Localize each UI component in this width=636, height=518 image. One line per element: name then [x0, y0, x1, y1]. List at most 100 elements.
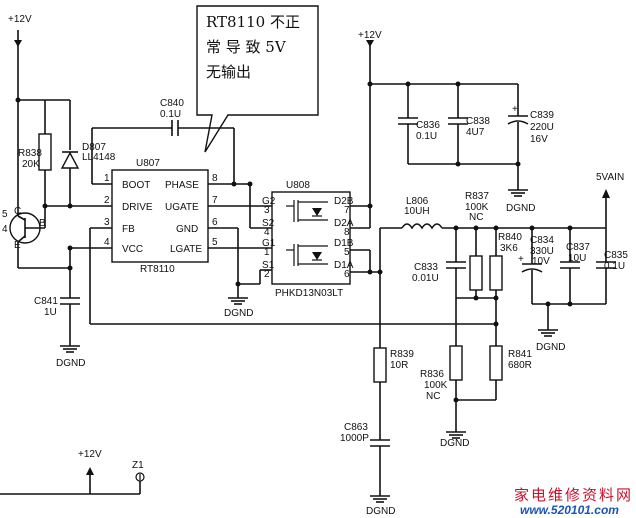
u807-pin5-num: 5 — [212, 237, 218, 248]
resistor-r837: R837 100K NC — [465, 191, 489, 301]
u807-ref: U807 — [136, 158, 160, 169]
left-wiring — [17, 203, 496, 325]
u808-pin-num-1: 1 — [264, 247, 270, 258]
resistor-r836: R836 100K NC — [420, 298, 463, 432]
u807-pin8-name: PHASE — [165, 180, 199, 191]
c836-ref: C836 — [416, 120, 440, 131]
r838-ref: R838 — [18, 148, 42, 159]
u808-pin-num-2: 2 — [264, 269, 270, 280]
l806-ref: L806 — [406, 196, 429, 207]
capacitor-c835: C835 0.1U — [532, 228, 628, 330]
q-pin-c: C — [14, 206, 21, 217]
u808-pin-d2a: D2A — [334, 218, 354, 229]
u807-part: RT8110 — [140, 264, 175, 275]
u808-part: PHKD13N03LT — [275, 288, 343, 299]
output-5vain: 5VAIN — [596, 172, 624, 228]
c838-val: 4U7 — [466, 127, 485, 138]
c840-val: 0.1U — [160, 109, 181, 120]
r840-ref: R840 — [498, 232, 522, 243]
u808-pin-d1b: D1B — [334, 238, 354, 249]
c837-val: 10U — [568, 253, 586, 264]
watermark-url: www.520101.com — [520, 503, 619, 517]
q-pin-5: 5 — [2, 209, 8, 220]
c839-volt: 16V — [530, 134, 548, 145]
c838-ref: C838 — [466, 116, 490, 127]
capacitor-c840: C840 0.1U — [91, 98, 235, 185]
rail-12v-bottom: +12V — [0, 449, 140, 495]
u807-pin3-num: 3 — [104, 217, 110, 228]
capacitor-c863: C863 1000P — [340, 422, 390, 496]
ground-label-1: DGND — [56, 358, 85, 369]
u807-pin2-name: DRIVE — [122, 202, 153, 213]
r841-val: 680R — [508, 360, 532, 371]
u807-pin1-name: BOOT — [122, 180, 150, 191]
d807-val: LL4148 — [82, 152, 116, 163]
u807-pin6-num: 6 — [212, 217, 218, 228]
ic-right-wiring — [208, 181, 272, 298]
watermark-text: 家电维修资料网 — [514, 486, 633, 504]
q-pin-e: E — [14, 240, 21, 251]
ground-g4: DGND — [536, 329, 565, 353]
r837-ref: R837 — [465, 191, 489, 202]
u807-pin6-name: GND — [176, 224, 198, 235]
capacitor-c833: C833 0.01U — [412, 228, 496, 299]
resistor-r841: R841 680R — [456, 345, 532, 401]
u807-pin7-name: UGATE — [165, 202, 199, 213]
c833-ref: C833 — [414, 262, 438, 273]
u808-pin-s2: S2 — [262, 218, 275, 229]
r838-val: 20K — [22, 159, 40, 170]
d807-ref: D807 — [82, 142, 106, 153]
r841-ref: R841 — [508, 349, 532, 360]
u808-right-wiring — [350, 84, 402, 348]
callout-line-3: 无输出 — [206, 63, 251, 81]
rail-12v-mid: +12V — [358, 30, 518, 87]
capacitor-c834: + C834 330U 10V — [518, 228, 554, 304]
inductor-l806: L806 10UH — [401, 196, 606, 230]
r837-nc: NC — [469, 212, 483, 223]
q-pin-b: B — [39, 218, 46, 229]
c835-val: 0.1U — [604, 261, 625, 272]
u807-pin2-num: 2 — [104, 195, 110, 206]
r837-val: 100K — [465, 202, 489, 213]
ground-label-6: DGND — [440, 438, 469, 449]
c836-val: 0.1U — [416, 131, 437, 142]
ground-g2: DGND — [224, 297, 253, 319]
c839-ref: C839 — [530, 110, 554, 121]
u808-pin-d1a: D1A — [334, 260, 354, 271]
c834-val: 330U — [530, 246, 554, 257]
ground-label-5: DGND — [366, 506, 395, 517]
r836-val: 100K — [424, 380, 448, 391]
callout-note: RT8110 不正 常 导 致 5V 无输出 — [196, 5, 319, 153]
ground-g5: DGND — [366, 495, 395, 517]
capacitor-c838: C838 4U7 — [448, 84, 490, 164]
resistor-r839: R839 10R — [373, 347, 414, 440]
out-5vain-label: 5VAIN — [596, 172, 624, 183]
rail-12v-left: +12V — [8, 14, 45, 196]
callout-line-2: 常 导 致 5V — [206, 38, 287, 56]
resistor-r840: R840 3K6 — [489, 228, 522, 346]
capacitor-c839: + C839 220U 16V — [408, 84, 554, 190]
u808-pin-num-3: 3 — [264, 205, 270, 216]
ic-u807: U807 RT8110 BOOT DRIVE FB VCC PHASE UGAT… — [104, 158, 218, 275]
ground-label-2: DGND — [224, 308, 253, 319]
testpoint-z1: Z1 — [132, 460, 145, 494]
u808-pin-s1: S1 — [262, 260, 275, 271]
q-pin-4: 4 — [2, 224, 8, 235]
u807-pin4-num: 4 — [104, 237, 110, 248]
transistor-q: 5 4 C B E — [2, 196, 46, 262]
c863-ref: C863 — [344, 422, 368, 433]
c863-val: 1000P — [340, 433, 369, 444]
u808-pin-num-6: 6 — [344, 269, 350, 280]
capacitor-c841: C841 1U — [34, 296, 80, 346]
r836-nc: NC — [426, 391, 440, 402]
c841-val: 1U — [44, 307, 57, 318]
ground-g1: DGND — [56, 345, 85, 369]
r836-ref: R836 — [420, 369, 444, 380]
u807-pin8-num: 8 — [212, 173, 218, 184]
c833-val: 0.01U — [412, 273, 439, 284]
z1-label: Z1 — [132, 460, 144, 471]
u808-pin-g1: G1 — [262, 238, 276, 249]
u808-pin-num-5: 5 — [344, 247, 350, 258]
